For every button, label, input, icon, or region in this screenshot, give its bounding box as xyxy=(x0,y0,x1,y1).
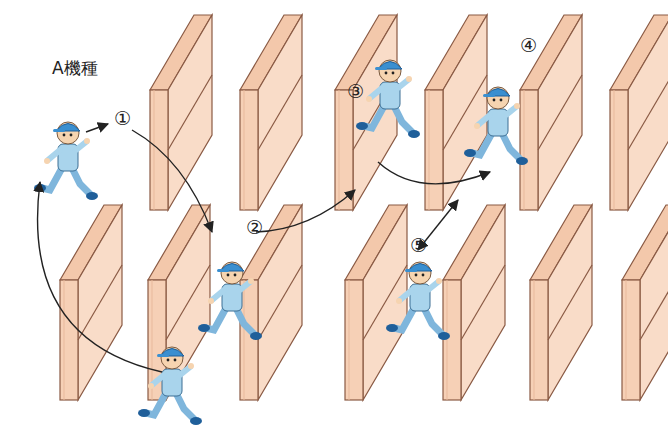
callout-number: ③ xyxy=(347,82,364,101)
shelf-row-top xyxy=(150,15,668,210)
model-label: A機種 xyxy=(52,60,98,77)
callout-number: ④ xyxy=(520,36,537,55)
callout-number: ② xyxy=(246,218,263,237)
route-arrows xyxy=(38,124,490,372)
shelf-row-bottom xyxy=(60,205,668,400)
callout-number: ① xyxy=(114,109,131,128)
workers xyxy=(34,60,528,425)
callout-number: ⑤ xyxy=(410,236,427,255)
